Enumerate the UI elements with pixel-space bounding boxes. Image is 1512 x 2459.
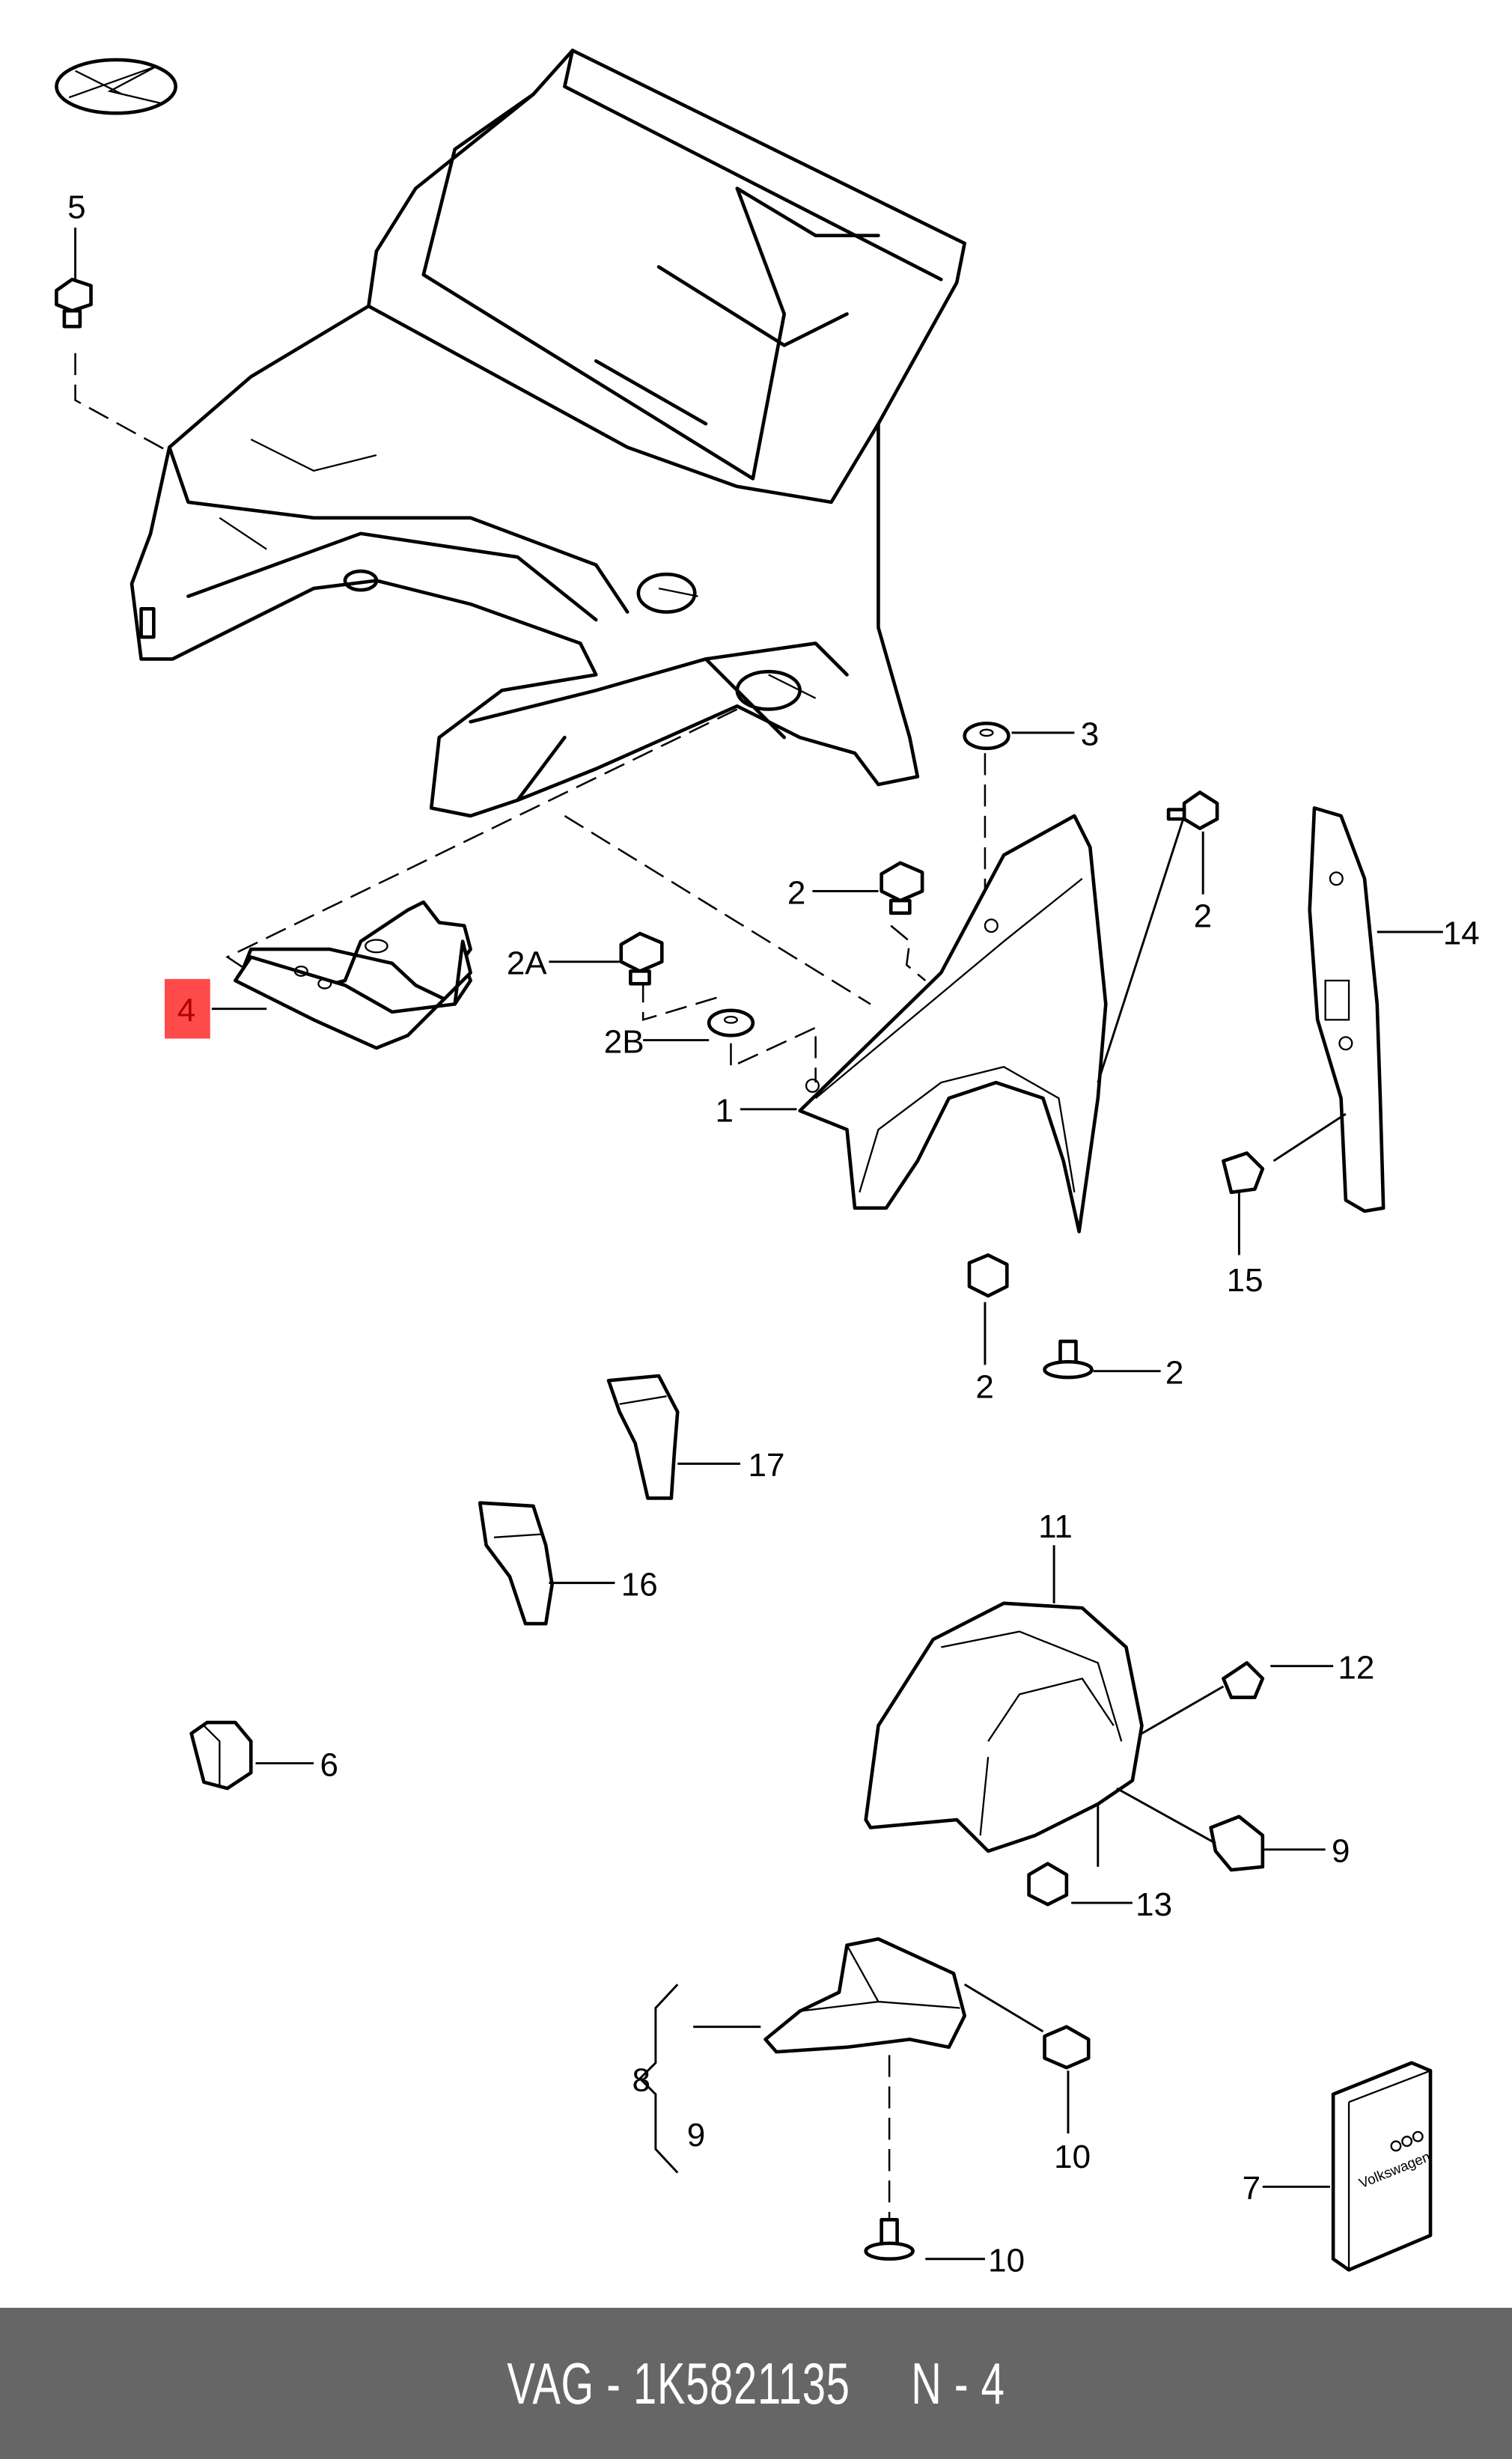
callout-9[interactable]: 9 <box>687 2117 705 2154</box>
guide-line <box>641 980 722 1022</box>
callout-7[interactable]: 7 <box>1243 2170 1260 2207</box>
callout-6[interactable]: 6 <box>320 1746 338 1783</box>
callout-2[interactable]: 2 <box>1194 898 1212 935</box>
part-11-wheel-liner <box>864 1601 1144 1853</box>
bolt-2-right <box>1166 790 1219 831</box>
callout-9[interactable]: 9 <box>1332 1833 1350 1870</box>
clip-15 <box>1222 1151 1265 1195</box>
callout-17[interactable]: 17 <box>749 1447 785 1484</box>
bolt-13 <box>1027 1862 1069 1907</box>
clip-12 <box>1222 1661 1265 1699</box>
part-4-bracket <box>234 900 472 1050</box>
part-8-deflector <box>763 1937 966 2054</box>
bolt-5 <box>55 277 93 329</box>
bolt-10-right <box>1043 2025 1091 2070</box>
callout-2A[interactable]: 2A <box>507 945 547 982</box>
leader-lines <box>74 228 1443 2261</box>
highlight-box <box>165 978 210 1039</box>
callout-2[interactable]: 2 <box>975 1368 993 1405</box>
part-1-fender <box>798 814 1108 1234</box>
bolt-2A <box>619 931 664 986</box>
guide-line <box>564 814 871 1005</box>
bolt-2-bottom <box>1043 1339 1094 1380</box>
callout-8[interactable]: 8 <box>632 2062 650 2099</box>
part-number-footer: VAG - 1K5821135 N - 4 <box>0 2308 1512 2459</box>
part-6 <box>189 1720 253 1791</box>
callout-12[interactable]: 12 <box>1338 1649 1374 1686</box>
bolt-10-bottom <box>864 2218 915 2261</box>
part-7-package: Volkswagen <box>1331 2061 1433 2272</box>
washer-2B <box>707 1008 755 1037</box>
clip-9 <box>1209 1814 1265 1872</box>
part-16 <box>478 1501 554 1626</box>
guide-line <box>74 353 170 453</box>
callout-1[interactable]: 1 <box>716 1093 734 1130</box>
callout-5[interactable]: 5 <box>67 189 85 226</box>
callout-3[interactable]: 3 <box>1081 716 1099 753</box>
callout-13[interactable]: 13 <box>1135 1886 1172 1923</box>
callout-2[interactable]: 2 <box>787 874 805 911</box>
callout-15[interactable]: 15 <box>1227 1262 1263 1299</box>
bolt-2-lower <box>967 1253 1009 1298</box>
washer-3 <box>963 721 1010 751</box>
parts-diagram: Volkswagen 5 3 <box>55 49 1480 2279</box>
callout-10[interactable]: 10 <box>988 2242 1025 2279</box>
callout-16[interactable]: 16 <box>621 1566 658 1603</box>
part-number-text: VAG - 1K5821135 N - 4 <box>507 2350 1005 2416</box>
part-14-strip <box>1308 806 1386 1213</box>
body-front-structure <box>129 49 966 818</box>
callout-labels: 5 3 2 2 14 2A 4 2B 1 15 2 2 17 11 16 12 … <box>67 189 1480 2279</box>
callout-2[interactable]: 2 <box>1165 1354 1183 1391</box>
guide-line <box>890 924 927 981</box>
callout-10[interactable]: 10 <box>1054 2139 1091 2175</box>
callout-11[interactable]: 11 <box>1038 1508 1073 1545</box>
bolt-2-top <box>880 861 924 915</box>
callout-4[interactable]: 4 <box>177 992 195 1029</box>
callout-14[interactable]: 14 <box>1443 915 1480 952</box>
callout-2B[interactable]: 2B <box>604 1023 644 1060</box>
guide-line <box>730 1026 817 1083</box>
brand-logo-icon <box>55 58 177 115</box>
part-17 <box>606 1374 680 1500</box>
